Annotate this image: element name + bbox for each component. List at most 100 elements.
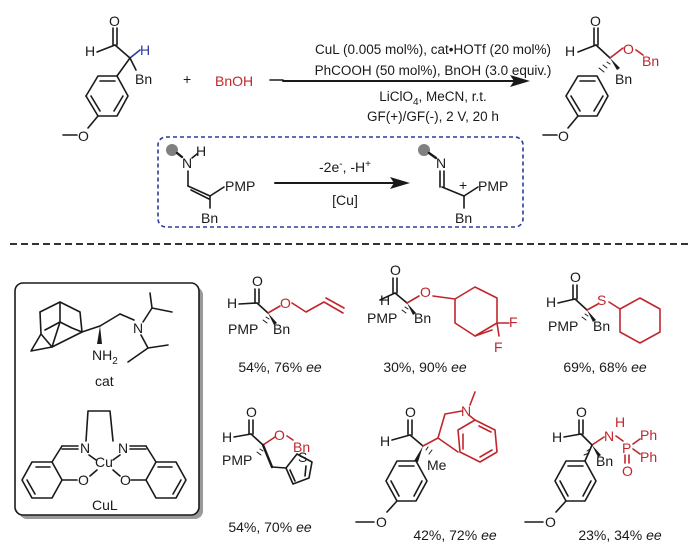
- me-label: Me: [427, 457, 447, 473]
- conditions-line-3: LiClO4, MeCN, r.t.: [379, 89, 487, 108]
- product-1: O H O Bn PMP 54%, 76% ee: [227, 273, 345, 375]
- reaction-arrow-head: [510, 75, 530, 87]
- atom-o: O: [590, 13, 601, 29]
- bond: [463, 186, 479, 197]
- atom-h: H: [380, 292, 390, 308]
- atom-f1: F: [509, 314, 518, 330]
- atom-n2: N: [118, 440, 128, 456]
- wedge-bond: [97, 326, 102, 344]
- yield-ee-label: 54%, 70% ee: [228, 519, 312, 535]
- bond: [559, 480, 569, 497]
- wedge-bond: [407, 303, 416, 315]
- bond: [593, 95, 604, 112]
- product-6: O H H N P Ph Ph O Bn O 23%, 34% ee: [524, 404, 662, 543]
- atom-n: N: [461, 403, 471, 419]
- bond: [586, 303, 599, 311]
- bond: [409, 434, 424, 447]
- product-5: O H N Me O 42%, 72% ee: [355, 391, 498, 543]
- enamine-intermediate: N H PMP Bn: [166, 143, 255, 226]
- wedge-bond: [414, 446, 423, 462]
- bond: [570, 95, 581, 112]
- bond: [304, 465, 307, 477]
- bond: [112, 469, 121, 477]
- cat-structure: NH2 N cat: [30, 292, 173, 389]
- conditions-line-2: PhCOOH (50 mol%), BnOH (3.0 equiv.): [315, 63, 552, 78]
- atom-h: H: [552, 429, 562, 445]
- bond: [190, 189, 210, 200]
- bond: [479, 449, 493, 458]
- bond: [478, 425, 492, 433]
- bond: [233, 433, 252, 438]
- product-structure: O H O Bn Bn O: [542, 13, 659, 144]
- bond: [187, 185, 211, 197]
- conditions-line-1: CuL (0.005 mol%), cat•HOTf (20 mol%): [315, 42, 551, 57]
- product-4: O H O Bn PMP S 54%, 70% ee: [222, 404, 313, 535]
- bond: [289, 469, 296, 482]
- bond: [394, 292, 408, 304]
- atom-o-sub: O: [420, 284, 431, 300]
- pmp-label: PMP: [548, 318, 578, 334]
- bond: [469, 415, 476, 421]
- bond: [427, 151, 438, 160]
- atom-p: P: [622, 440, 631, 456]
- bond: [391, 434, 411, 441]
- allyl-chain: [291, 301, 344, 314]
- bond: [96, 44, 116, 53]
- bond: [567, 115, 579, 129]
- bond: [87, 115, 99, 129]
- atom-nh-h: H: [615, 414, 625, 430]
- bond: [149, 292, 153, 309]
- ethylene-bridge: [85, 410, 114, 442]
- bond: [406, 295, 420, 304]
- bond: [437, 437, 459, 453]
- bond: [422, 437, 439, 447]
- atom-o1: O: [78, 472, 89, 488]
- atom-h: H: [546, 294, 556, 310]
- bond: [577, 44, 597, 53]
- bond: [474, 329, 493, 337]
- wedge-bond: [610, 58, 620, 70]
- atom-o-ether: O: [623, 41, 634, 57]
- thiophene-ring: [285, 453, 313, 485]
- atom-p-oxide: O: [622, 463, 633, 479]
- bn-label: Bn: [135, 71, 152, 87]
- cul-structure: N N Cu O O CuL: [21, 410, 187, 513]
- mechanism-arrow-top-label: -2e-, -H+: [319, 159, 371, 175]
- benzene-ring: [385, 460, 428, 502]
- bond: [145, 445, 157, 463]
- yield-ee-label: 42%, 72% ee: [413, 527, 497, 543]
- yield-ee-label: 54%, 76% ee: [238, 359, 322, 375]
- bond-alpha-h: [129, 49, 141, 59]
- plus-sign: +: [183, 71, 191, 87]
- pmp-label: PMP: [367, 310, 397, 326]
- bond: [441, 186, 465, 197]
- bn-label: Bn: [593, 318, 610, 334]
- atom-o: O: [390, 262, 401, 278]
- atom-h: H: [380, 433, 390, 449]
- atom-s: S: [597, 292, 606, 308]
- pmp-label: PMP: [478, 178, 508, 194]
- atom-o-methoxy: O: [558, 128, 569, 144]
- cat-label: cat: [95, 373, 114, 389]
- bond: [250, 433, 264, 446]
- conditions-line-4: GF(+)/GF(-), 2 V, 20 h: [367, 109, 499, 124]
- product-3: O H S Bn PMP 69%, 68% ee: [546, 269, 661, 375]
- catalyst-dot: [418, 144, 430, 156]
- bond: [632, 448, 641, 455]
- cul-label: CuL: [92, 497, 118, 513]
- atom-h: H: [196, 143, 206, 159]
- bond: [209, 186, 225, 197]
- atom-o-sub: O: [280, 295, 291, 311]
- pmp-label: PMP: [228, 321, 258, 337]
- allyl-double-bond: [325, 297, 345, 309]
- bn-label: Bn: [596, 453, 613, 469]
- atom-s: S: [298, 449, 307, 465]
- benzene-ring: [565, 75, 609, 117]
- atom-n: N: [436, 155, 446, 171]
- atom-o2: O: [120, 472, 131, 488]
- indoline-c-ring: [437, 410, 463, 439]
- bond: [608, 301, 621, 310]
- hashed-bond: [262, 316, 270, 324]
- yield-ee-label: 69%, 68% ee: [563, 359, 647, 375]
